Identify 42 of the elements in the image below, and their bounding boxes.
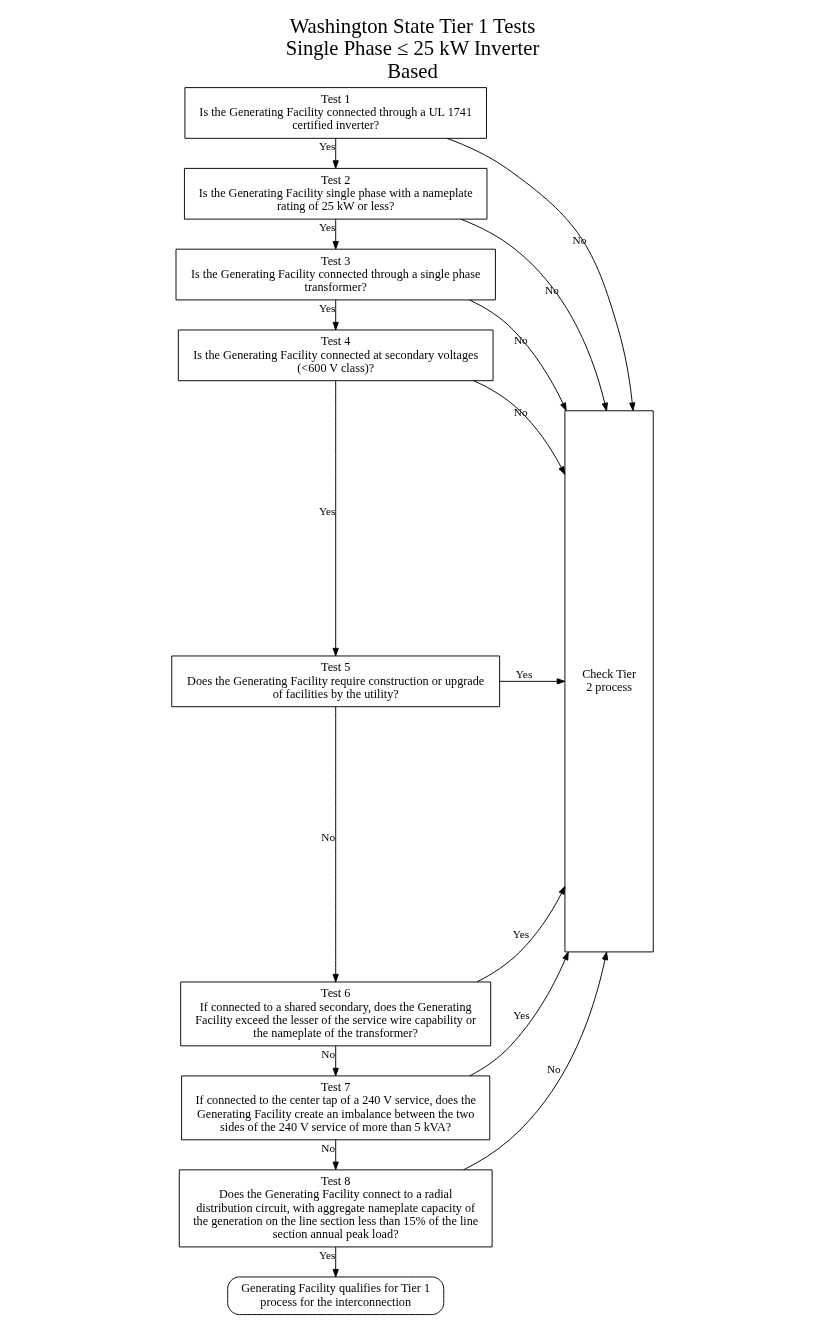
arrow	[332, 299, 339, 331]
node-box: Test 4 Is the Generating Facility connected at secondary voltages (<600 V class)?	[177, 329, 494, 382]
node-box: Test 5 Does the Generating Facility require construction or upgrade of facilities by the utility?	[171, 655, 501, 708]
edge-label: No	[321, 831, 336, 844]
edge-label: No	[321, 1047, 336, 1060]
arrow	[332, 1246, 339, 1278]
node-box: Test 1 Is the Generating Facility connected through a UL 1741 certified inverter?	[184, 87, 487, 139]
edge-label: Yes	[513, 1008, 530, 1021]
arrow	[473, 380, 566, 475]
edge-label: No	[546, 1063, 561, 1076]
arrow	[460, 218, 608, 412]
arrow	[332, 1045, 339, 1077]
arrow	[463, 951, 609, 1171]
arrow	[446, 137, 636, 411]
edge-label: Yes	[515, 668, 533, 681]
edge-label: Yes	[512, 928, 530, 941]
arrow	[332, 380, 339, 657]
arrow	[332, 1139, 339, 1170]
edge-label: Yes	[319, 140, 336, 153]
node-box: Test 2 Is the Generating Facility single phase with a nameplate rating of 25 kW or less?	[183, 167, 488, 220]
edge-label: Yes	[319, 1248, 336, 1261]
diagram-title: Washington State Tier 1 Tests Single Phase ≤ 25 kW Inverter Based	[285, 14, 540, 82]
arrow	[476, 886, 566, 983]
node-box: Check Tier 2 process	[564, 410, 654, 953]
node-box: Generating Facility qualifies for Tier 1 process for the interconnection	[227, 1276, 445, 1316]
edge-label: No	[513, 334, 528, 347]
edge-label: No	[572, 234, 587, 247]
edge-label: Yes	[319, 301, 336, 314]
node-box: Test 6 If connected to a shared secondary, does the Generating Facility exceed the lesser of the service wire capability or the nameplate of the transformer?	[180, 981, 492, 1047]
edge-label: Yes	[319, 505, 336, 518]
edge-label: No	[321, 1141, 336, 1154]
arrow	[332, 706, 339, 983]
arrow	[469, 951, 569, 1077]
arrow	[499, 678, 566, 685]
arrow	[332, 218, 339, 250]
arrow	[468, 299, 567, 412]
node-box: Test 3 Is the Generating Facility connected through a single phase transformer?	[175, 248, 496, 301]
arrow	[332, 137, 339, 169]
node-box: Test 7 If connected to the center tap of a 240 V service, does the Generating Facility create an imbalance between the two sides of the 240 V service of more than 5 kVA?	[181, 1075, 491, 1141]
node-box: Test 8 Does the Generating Facility connect to a radial distribution circuit, with aggregate nameplate capacity of the generation on the line section less than 15% of the line section annual peak load?	[178, 1169, 493, 1248]
edge-label: No	[545, 284, 559, 297]
edge-label: Yes	[319, 220, 336, 233]
